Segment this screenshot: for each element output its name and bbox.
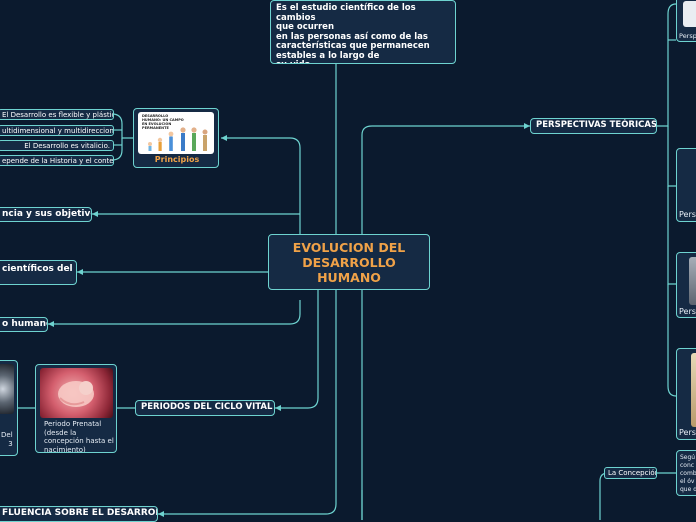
early-period-image [0, 364, 14, 414]
perspective-image-4 [691, 353, 696, 427]
definition-node[interactable]: Es el estudio científico de los cambios … [270, 0, 456, 64]
perspective-card-4[interactable]: Pers [676, 348, 696, 440]
fetus-image [40, 368, 113, 418]
early-period-card[interactable]: Del 3 [0, 360, 18, 456]
perspective-card-3[interactable]: Pers [676, 252, 696, 318]
early-period-text: Del 3 [1, 431, 13, 448]
theoretical-perspectives-node[interactable]: PERSPECTIVAS TEÓRICAS [530, 118, 657, 134]
principle-item-3[interactable]: El Desarrollo es vitalicio. [0, 140, 114, 151]
perspective-label-2: Pers [679, 210, 696, 219]
perspective-image-1 [683, 1, 696, 27]
principles-image: DESARROLLO HUMANO: UN CAMPO EN EVOLUCIÓN… [138, 112, 214, 154]
principle-item-4[interactable]: epende de la Historia y el contexto. [0, 155, 114, 166]
prenatal-period-card[interactable]: Periodo Prenatal (desde la concepción ha… [35, 364, 117, 453]
central-topic-node[interactable]: EVOLUCION DEL DESARROLLO HUMANO [268, 234, 430, 290]
conception-note-text: Segú conc comb el óv que d [680, 454, 696, 493]
central-topic-title: EVOLUCION DEL DESARROLLO HUMANO [292, 239, 406, 285]
conception-node[interactable]: La Concepción [604, 467, 657, 479]
scientific-node[interactable]: científicos del [0, 260, 77, 285]
age-progression-icon [148, 127, 208, 151]
perspective-label-3: Pers [679, 307, 696, 316]
principles-image-caption: DESARROLLO HUMANO: UN CAMPO EN EVOLUCIÓN… [142, 114, 184, 130]
perspective-card-2[interactable]: Pers [676, 148, 696, 222]
prenatal-period-text: Periodo Prenatal (desde la concepción ha… [44, 420, 114, 453]
principle-item-2[interactable]: ultidimensional y multidireccional. [0, 125, 114, 136]
life-cycle-periods-node[interactable]: PERIODOS DEL CICLO VITAL [135, 400, 275, 416]
objectives-node[interactable]: ncia y sus objetivos [0, 207, 92, 222]
perspective-label-4: Pers [679, 428, 696, 437]
principles-label: Principios [154, 155, 200, 164]
perspective-card-1[interactable]: Persp [676, 0, 696, 42]
human-development-node[interactable]: o humano [0, 317, 48, 332]
perspective-image-3 [689, 257, 696, 305]
principles-node[interactable]: DESARROLLO HUMANO: UN CAMPO EN EVOLUCIÓN… [133, 108, 219, 168]
conception-note[interactable]: Segú conc comb el óv que d [676, 450, 696, 496]
principle-item-1[interactable]: El Desarrollo es flexible y plástico. [0, 109, 114, 120]
fetus-icon [58, 381, 94, 407]
perspective-label-1: Persp [679, 32, 696, 40]
